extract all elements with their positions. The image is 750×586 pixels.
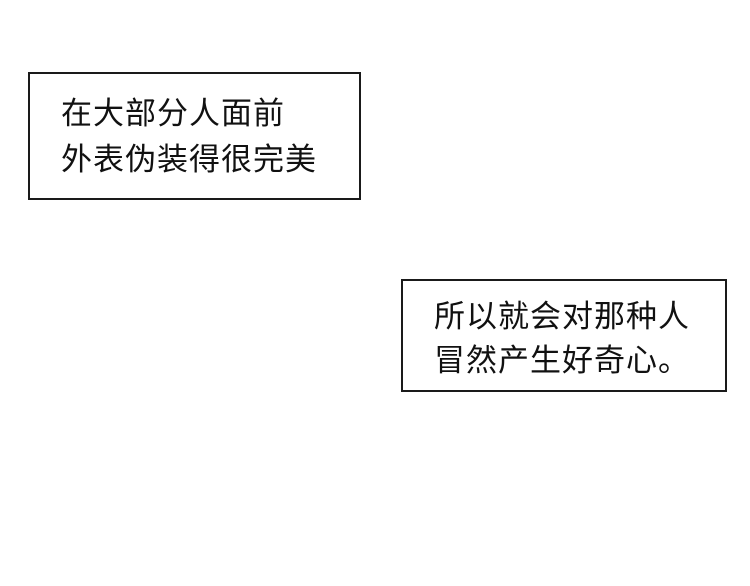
caption-box-2: 所以就会对那种人 冒然产生好奇心。 <box>401 279 727 392</box>
caption-1-line-2: 外表伪装得很完美 <box>61 142 317 178</box>
caption-1-line-1: 在大部分人面前 <box>61 96 285 132</box>
caption-2-line-1: 所以就会对那种人 <box>434 299 690 335</box>
caption-2-line-2: 冒然产生好奇心。 <box>434 343 690 379</box>
caption-box-1: 在大部分人面前 外表伪装得很完美 <box>28 72 361 200</box>
